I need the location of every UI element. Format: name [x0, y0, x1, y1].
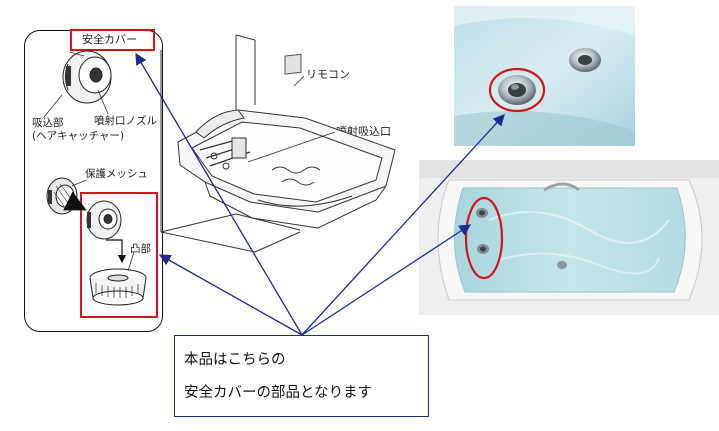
protrusion-label: 凸部 — [130, 243, 151, 255]
note-line-2: 安全カバーの部品となります — [184, 385, 373, 401]
nozzle-2 — [569, 48, 601, 72]
grab-handle — [543, 182, 580, 192]
cover-part-illustration — [86, 200, 122, 240]
tub-nozzle-highlight-ellipse — [464, 196, 504, 280]
safety-cover-illustration — [62, 50, 112, 104]
bathtub-line-drawing — [160, 34, 396, 253]
safety-cover-label-highlight — [70, 29, 155, 51]
bathtub-top-photo — [419, 160, 719, 315]
protective-mesh-illustration — [46, 177, 78, 215]
mesh-attach-arrow — [63, 191, 87, 211]
jet-inlet-leader — [247, 131, 336, 163]
nozzle-highlight-circle — [488, 67, 546, 113]
pointer-lines — [135, 52, 505, 336]
tub-nozzle-lower — [477, 244, 489, 254]
remote-leader — [293, 75, 305, 87]
note-box: 本品はこちらの 安全カバーの部品となります — [174, 335, 429, 417]
hair-catcher-label: (ヘアキャッチャー) — [32, 130, 125, 142]
cover-parts-highlight — [80, 192, 158, 318]
protective-mesh-label: 保護メッシュ — [85, 168, 148, 180]
assembly-arrow — [106, 239, 127, 264]
note-line-1: 本品はこちらの — [184, 352, 286, 368]
bathtub-top-image — [419, 160, 719, 315]
hair-catcher-illustration — [89, 268, 147, 306]
tub-nozzle-upper — [476, 208, 488, 218]
drain — [557, 261, 567, 269]
jet-nozzle-label: 噴射口ノズル — [94, 115, 157, 127]
remote-panel — [284, 53, 302, 75]
remote-label: リモコン — [306, 68, 350, 81]
nozzle-1 — [498, 75, 536, 105]
safety-cover-label: 安全カバー — [82, 33, 137, 46]
suction-part-label: 吸込部 — [32, 117, 64, 129]
